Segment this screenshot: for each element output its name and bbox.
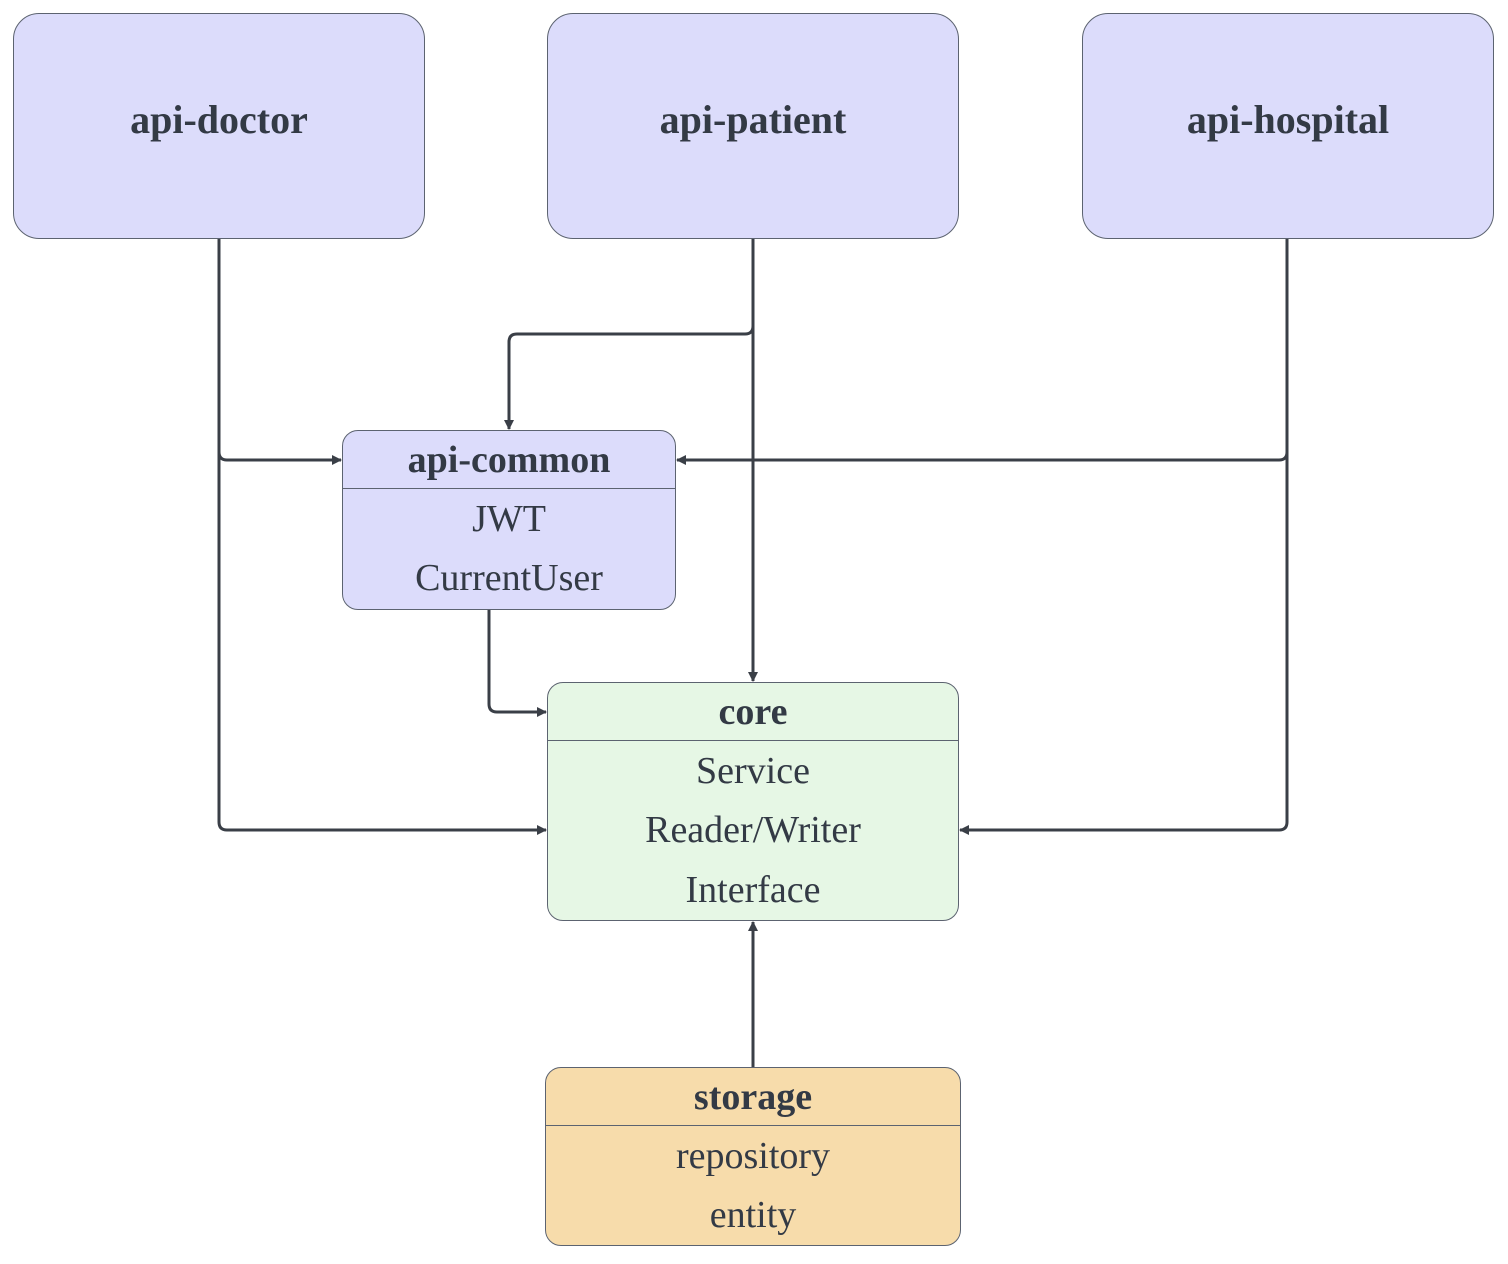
edge-api-common-to-core xyxy=(487,609,547,717)
module-item-interface: Interface xyxy=(685,868,821,911)
module-api-common: api-common JWT CurrentUser xyxy=(342,430,676,610)
module-item-repository: repository xyxy=(675,1134,831,1177)
module-item-service: Service xyxy=(696,749,810,792)
module-api-patient: api-patient xyxy=(547,13,959,239)
module-title: api-hospital xyxy=(1186,97,1390,142)
module-title: api-common xyxy=(343,431,675,489)
module-item-jwt: JWT xyxy=(472,497,546,540)
module-item-reader-writer: Reader/Writer xyxy=(645,809,861,852)
module-title: storage xyxy=(546,1068,960,1126)
module-item-current-user: CurrentUser xyxy=(415,557,603,600)
module-api-hospital: api-hospital xyxy=(1082,13,1494,239)
edge-api-hospital-to-api-common xyxy=(676,239,1289,465)
edge-api-doctor-to-api-common xyxy=(217,239,342,465)
module-title: core xyxy=(548,683,958,741)
edge-api-doctor-to-core xyxy=(217,452,547,835)
module-item-entity: entity xyxy=(709,1194,797,1237)
edge-api-patient-to-api-common xyxy=(504,239,755,430)
module-core: core Service Reader/Writer Interface xyxy=(547,682,959,921)
module-title: api-doctor xyxy=(130,97,308,142)
edge-api-hospital-to-core xyxy=(959,452,1289,835)
module-storage: storage repository entity xyxy=(545,1067,961,1246)
module-api-doctor: api-doctor xyxy=(13,13,425,239)
module-title: api-patient xyxy=(659,97,847,142)
